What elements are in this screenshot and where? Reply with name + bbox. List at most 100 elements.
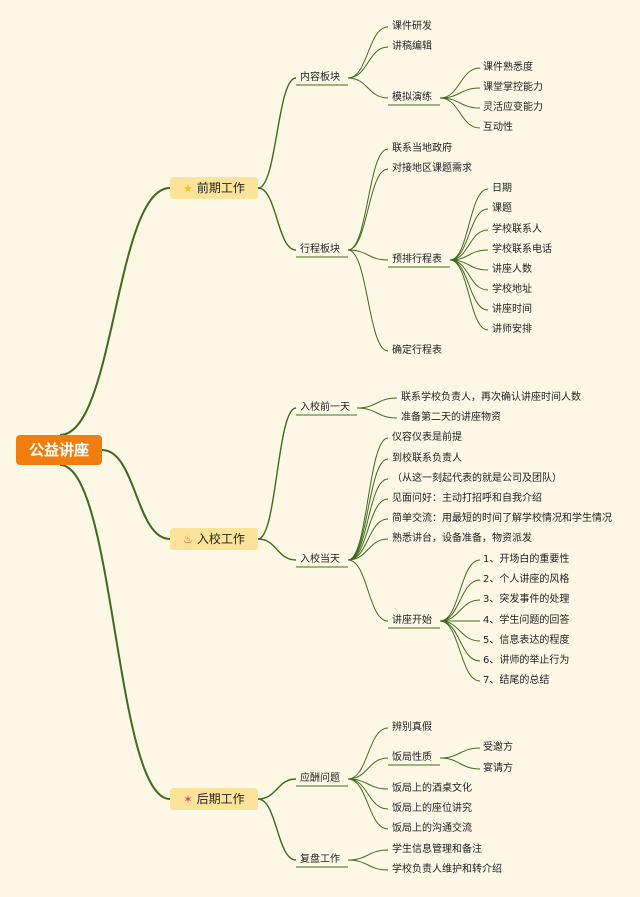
connector-line	[101, 449, 171, 540]
connector-line	[347, 77, 389, 99]
leaf-stage-setup: 熟悉讲台，设备准备，物资派发	[392, 533, 532, 544]
connector-line	[439, 97, 481, 129]
connector-line	[449, 229, 489, 261]
leaf-student-questions: 4、学生问题的回答	[483, 615, 570, 626]
leaf-greeting: 见面问好：主动打招呼和自我介绍	[392, 493, 542, 504]
leaf-topic: 课题	[492, 203, 512, 214]
connector-line	[347, 498, 389, 561]
leaf-represent-company: （从这一刻起代表的就是公司及团队）	[392, 473, 562, 484]
topic-content-block: 内容板块	[300, 72, 340, 83]
connector-line	[347, 437, 389, 561]
leaf-appearance: 仪容仪表是前提	[392, 432, 462, 443]
connector-line	[347, 859, 389, 871]
leaf-contact-principal: 到校联系负责人	[392, 453, 462, 464]
connector-line	[439, 620, 481, 682]
branch-follow-up: ✶后期工作	[170, 788, 258, 810]
leaf-verify-authenticity: 辨别真假	[392, 722, 432, 733]
connector-line	[347, 727, 389, 780]
connector-line	[439, 620, 481, 662]
leaf-courseware-familiarity: 课件熟悉度	[483, 62, 533, 73]
fire-icon: ♨	[183, 533, 193, 546]
leaf-style: 2、个人讲座的风格	[483, 574, 570, 585]
leaf-reconfirm: 联系学校负责人，再次确认讲座时间人数	[401, 392, 581, 403]
connector-line	[257, 187, 297, 251]
leaf-topic-needs: 对接地区课题需求	[392, 163, 472, 174]
connector-line	[347, 168, 389, 251]
topic-dinner-nature: 饭局性质	[392, 752, 432, 763]
topic-social-engagements: 应酬问题	[300, 773, 340, 784]
leaf-attendance: 讲座人数	[492, 264, 532, 275]
leaf-school-phone: 学校联系电话	[492, 244, 552, 255]
connector-line	[59, 464, 171, 800]
leaf-lecturer-assignment: 讲师安排	[492, 324, 532, 335]
root-topic: 公益讲座	[16, 435, 102, 465]
connector-line	[257, 77, 297, 189]
connector-line	[347, 46, 389, 79]
connector-line	[347, 849, 389, 861]
branch-preparation: ★前期工作	[170, 177, 258, 199]
connector-line	[347, 458, 389, 561]
topic-review: 复盘工作	[300, 854, 340, 865]
connector-line	[347, 778, 389, 830]
leaf-information-depth: 5、信息表达的程度	[483, 635, 570, 646]
leaf-contact-government: 联系当地政府	[392, 143, 452, 154]
leaf-closing-summary: 7、结尾的总结	[483, 675, 550, 686]
leaf-demeanor: 6、讲师的举止行为	[483, 655, 570, 666]
connector-line	[439, 87, 481, 99]
connector-line	[439, 559, 481, 622]
topic-preschedule: 预排行程表	[392, 254, 442, 265]
leaf-drinking-culture: 饭局上的酒桌文化	[392, 783, 472, 794]
leaf-emergencies: 3、突发事件的处理	[483, 594, 570, 605]
connector-line	[449, 208, 489, 261]
connector-line	[356, 407, 398, 419]
connector-line	[347, 249, 389, 261]
leaf-seating-etiquette: 饭局上的座位讲究	[392, 803, 472, 814]
leaf-interactivity: 互动性	[483, 122, 513, 133]
connector-line	[257, 538, 297, 561]
connector-line	[257, 778, 297, 800]
connector-line	[449, 188, 489, 261]
connector-line	[439, 579, 481, 622]
leaf-confirm-itinerary: 确定行程表	[392, 345, 442, 356]
leaf-host-party: 宴请方	[483, 763, 513, 774]
connector-line	[449, 249, 489, 261]
leaf-table-communication: 饭局上的沟通交流	[392, 823, 472, 834]
star-icon: ★	[183, 182, 193, 195]
connector-line	[439, 757, 481, 770]
connector-line	[439, 67, 481, 99]
connector-line	[347, 518, 389, 561]
topic-itinerary-block: 行程板块	[300, 244, 340, 255]
connector-line	[449, 259, 489, 331]
connector-line	[439, 747, 481, 759]
leaf-class-control: 课堂掌控能力	[483, 82, 543, 93]
confetti-icon: ✶	[183, 793, 193, 806]
connector-line	[449, 259, 489, 311]
connector-line	[356, 397, 398, 409]
connector-line	[347, 26, 389, 79]
leaf-opening: 1、开场白的重要性	[483, 554, 570, 565]
connector-line	[347, 478, 389, 561]
topic-visit-day: 入校当天	[300, 554, 340, 565]
leaf-invited-party: 受邀方	[483, 742, 513, 753]
topic-lecture-start: 讲座开始	[392, 615, 432, 626]
leaf-school-address: 学校地址	[492, 284, 532, 295]
connector-line	[347, 757, 389, 780]
leaf-lecture-time: 讲座时间	[492, 304, 532, 315]
connector-line	[257, 407, 297, 540]
topic-rehearsal: 模拟演练	[392, 92, 432, 103]
leaf-school-contact: 学校联系人	[492, 224, 542, 235]
leaf-brief-exchange: 简单交流：用最短的时间了解学校情况和学生情况	[392, 513, 612, 524]
leaf-student-records: 学生信息管理和备注	[392, 844, 482, 855]
topic-day-before: 入校前一天	[300, 402, 350, 413]
leaf-courseware-dev: 课件研发	[392, 21, 432, 32]
connector-line	[347, 148, 389, 251]
connector-line	[347, 559, 389, 622]
leaf-script-editing: 讲稿编辑	[392, 41, 432, 52]
connector-line	[59, 187, 171, 436]
branch-school-visit: ♨入校工作	[170, 528, 258, 550]
leaf-prepare-materials: 准备第二天的讲座物资	[401, 412, 501, 423]
connector-line	[439, 599, 481, 622]
leaf-referrals: 学校负责人维护和转介绍	[392, 864, 502, 875]
connector-line	[257, 798, 297, 861]
